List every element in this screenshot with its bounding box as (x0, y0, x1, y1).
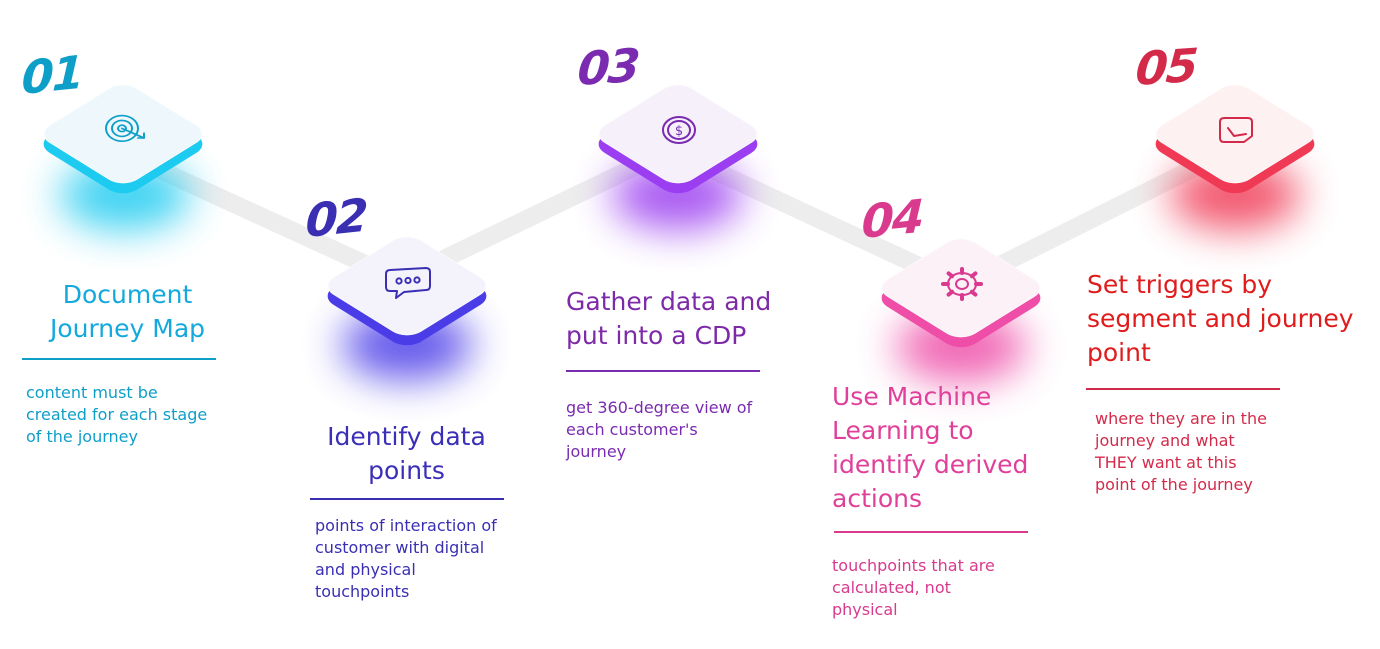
step-2-number: 02 (304, 188, 368, 248)
step-3-title: Gather data and put into a CDP (566, 287, 772, 350)
step-2-description: points of interaction of customer with d… (315, 516, 497, 601)
gear-icon (932, 258, 992, 310)
step-3-description: get 360-degree view of each customer's j… (566, 398, 753, 461)
step-4-divider (834, 531, 1028, 533)
tag-check-icon (1206, 104, 1266, 156)
step-4-number: 04 (860, 189, 924, 249)
chat-icon (378, 256, 438, 308)
target-icon (94, 104, 154, 156)
step-5-tile (1146, 68, 1326, 199)
dollar-coin-icon: $ (649, 104, 709, 156)
step-4-title: Use Machine Learning to identify derived… (832, 382, 1029, 513)
step-5-number: 05 (1133, 37, 1199, 97)
svg-text:$: $ (675, 124, 683, 139)
step-1-number: 01 (20, 45, 84, 105)
step-4-description: touchpoints that are calculated, not phy… (832, 556, 995, 619)
step-5-description: where they are in the journey and what T… (1095, 409, 1267, 494)
step-4-tile (872, 222, 1052, 353)
step-2-tile (318, 220, 498, 351)
step-3-tile: $ (589, 68, 769, 199)
step-1-description: content must be created for each stage o… (26, 383, 208, 446)
step-1-title: Document Journey Map (49, 280, 206, 343)
step-5-divider (1086, 388, 1280, 390)
step-3-divider (566, 370, 760, 372)
step-5-title: Set triggers by segment and journey poin… (1087, 270, 1354, 367)
step-1-tile (34, 68, 214, 199)
step-1-divider (22, 358, 216, 360)
step-3-number: 03 (575, 37, 641, 97)
step-2-divider (310, 498, 504, 500)
step-2-title: Identify data points (327, 422, 486, 485)
